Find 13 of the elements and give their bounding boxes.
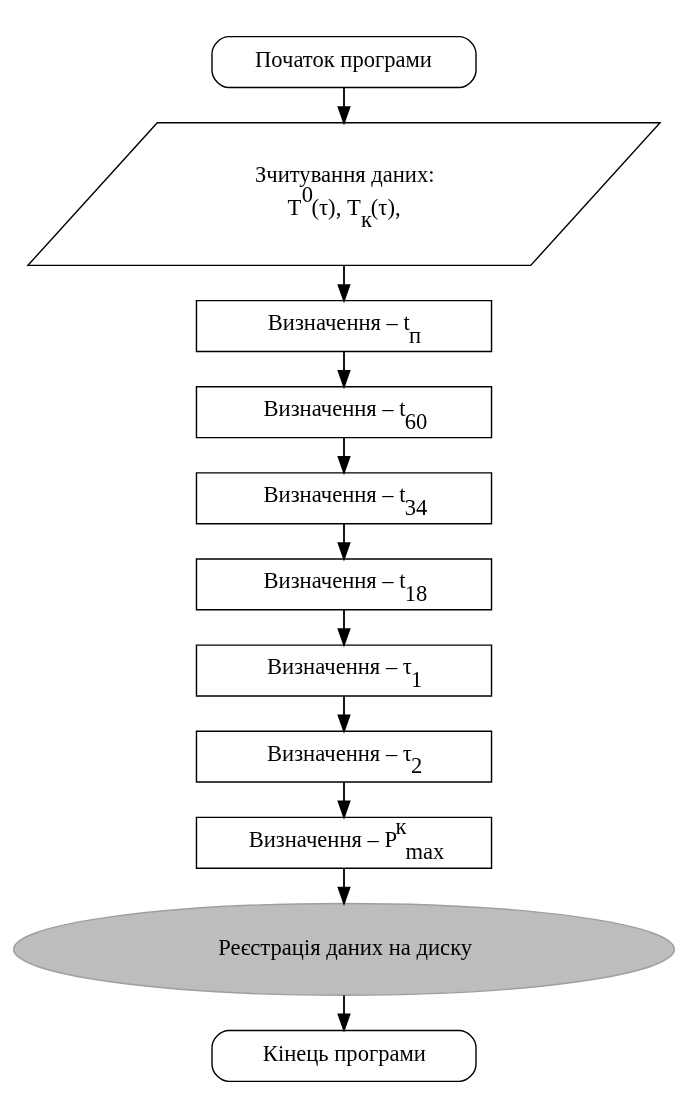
arrow	[337, 867, 351, 906]
arrow	[337, 781, 351, 820]
arrow	[337, 994, 351, 1033]
node-box: Кінець програми	[211, 1029, 477, 1083]
arrow	[337, 695, 351, 734]
arrow	[337, 350, 351, 390]
arrow	[337, 609, 351, 648]
arrow	[337, 522, 351, 562]
arrow	[337, 86, 351, 126]
node-box: Початок програми	[211, 35, 477, 89]
node-ellipse: Реєстрація даних на диску	[12, 902, 676, 996]
arrow	[337, 264, 351, 304]
arrow	[337, 436, 351, 476]
